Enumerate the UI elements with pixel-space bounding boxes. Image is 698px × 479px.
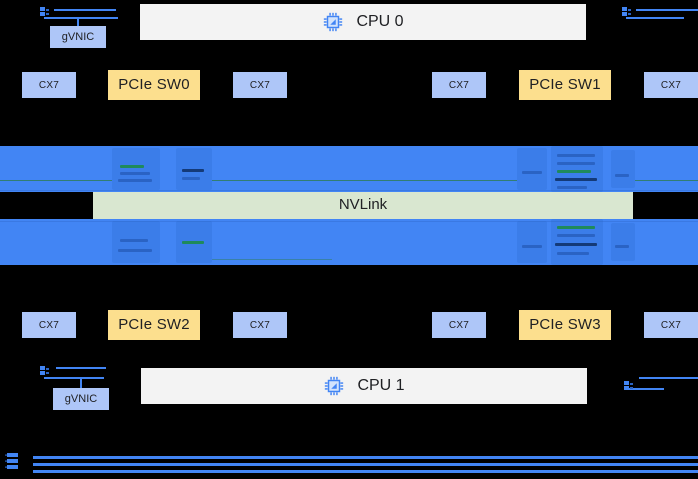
gpu-card-line — [120, 165, 144, 168]
cx7-label: CX7 — [249, 319, 271, 331]
cpu-0-box: CPU 0 — [140, 4, 586, 40]
nvlink-box: NVLink — [93, 192, 633, 219]
pcie-sw0-box: PCIe SW0 — [108, 70, 200, 100]
pcie-sw3-label: PCIe SW3 — [529, 315, 601, 333]
gvnic-text: gVNIC — [64, 392, 98, 405]
cx7-label: CX7 — [448, 79, 470, 91]
cx7-label: CX7 — [448, 319, 470, 331]
nvlink-label: NVLink — [338, 196, 388, 214]
gpu-card — [517, 148, 547, 190]
gpu-card-line — [522, 245, 542, 248]
band-hairline — [0, 180, 112, 181]
pcie-sw3-box: PCIe SW3 — [519, 310, 611, 340]
pcie-sw1-box: PCIe SW1 — [519, 70, 611, 100]
band-hairline — [635, 180, 698, 181]
pcie-sw2-label: PCIe SW2 — [118, 315, 190, 333]
cpu-0-label: CPU 0 — [356, 13, 404, 31]
gpu-card-line — [557, 154, 595, 157]
cx7-label: CX7 — [38, 319, 60, 331]
gpu-card — [611, 150, 635, 188]
gpu-card — [517, 221, 547, 263]
cx7-box-top-1: CX7 — [233, 72, 287, 98]
footer-bottom-wire — [33, 470, 698, 473]
gvnic-left-bottom-top-wire — [56, 367, 106, 369]
gvnic-left-drop-wire — [77, 17, 79, 27]
gpu-card-line — [182, 241, 204, 244]
gpu-card-line — [118, 249, 152, 252]
band-hairline — [0, 190, 698, 191]
cx7-box-top-2: CX7 — [432, 72, 486, 98]
storage-stack-icon — [5, 452, 22, 471]
gpu-card-line — [557, 226, 595, 229]
gpu-card-line — [557, 252, 589, 255]
gpu-card-line — [120, 239, 148, 242]
cx7-box-bottom-1: CX7 — [233, 312, 287, 338]
band-hairline — [0, 221, 698, 222]
gpu-card-line — [182, 169, 204, 172]
cx7-label: CX7 — [660, 319, 682, 331]
gpu-card-line — [118, 179, 152, 182]
cpu-chip-icon — [322, 11, 344, 33]
band-hairline — [212, 180, 517, 181]
gpu-card-line — [522, 171, 542, 174]
pcie-sw2-box: PCIe SW2 — [108, 310, 200, 340]
cx7-label: CX7 — [249, 79, 271, 91]
gpu-card-line — [555, 178, 597, 181]
cx7-box-top-0: CX7 — [22, 72, 76, 98]
cx7-box-bottom-2: CX7 — [432, 312, 486, 338]
gpu-card-line — [557, 170, 591, 173]
gpu-card — [611, 223, 635, 261]
gpu-card — [112, 148, 160, 190]
gvnic-right-bottom-top-wire — [639, 377, 698, 379]
gpu-card-line — [615, 174, 629, 177]
network-nic-icon — [624, 380, 638, 392]
gpu-card — [551, 146, 603, 192]
band-hairline — [212, 259, 332, 260]
gpu-card-line — [120, 172, 150, 175]
cx7-box-bottom-0: CX7 — [22, 312, 76, 338]
network-nic-icon — [40, 6, 54, 18]
gpu-card-line — [557, 234, 595, 237]
network-nic-icon — [622, 6, 636, 18]
gpu-card-line — [182, 177, 200, 180]
cpu-1-box: CPU 1 — [141, 368, 587, 404]
footer-mid-wire — [33, 463, 698, 466]
gvnic-left-bottom-wire — [44, 17, 118, 19]
cx7-box-bottom-3: CX7 — [644, 312, 698, 338]
gpu-card — [112, 221, 160, 263]
gpu-card-line — [555, 243, 597, 246]
gvnic-right-bottom-wire — [626, 17, 684, 19]
gvnic-left-bottom-mid-wire — [44, 377, 104, 379]
network-nic-icon — [40, 365, 54, 377]
gvnic-right-top-wire — [636, 9, 698, 11]
gvnic-label-top-left: gVNIC — [50, 26, 106, 48]
cx7-box-top-3: CX7 — [644, 72, 698, 98]
pcie-sw1-label: PCIe SW1 — [529, 75, 601, 93]
cx7-label: CX7 — [38, 79, 60, 91]
gvnic-text: gVNIC — [61, 30, 95, 43]
gpu-row-lower — [0, 219, 698, 265]
cx7-label: CX7 — [660, 79, 682, 91]
pcie-sw0-label: PCIe SW0 — [118, 75, 190, 93]
gpu-row-upper — [0, 146, 698, 192]
cpu-chip-icon — [323, 375, 345, 397]
gpu-card-line — [557, 162, 595, 165]
cpu-1-label: CPU 1 — [357, 377, 405, 395]
gvnic-right-bottom-mid-wire — [626, 388, 664, 390]
footer-top-wire — [33, 456, 698, 459]
gvnic-label-bottom-left: gVNIC — [53, 388, 109, 410]
gvnic-left-top-wire — [54, 9, 116, 11]
gvnic-left-bottom-drop-wire — [80, 377, 82, 389]
gpu-card-line — [615, 245, 629, 248]
gpu-card-line — [557, 186, 587, 189]
